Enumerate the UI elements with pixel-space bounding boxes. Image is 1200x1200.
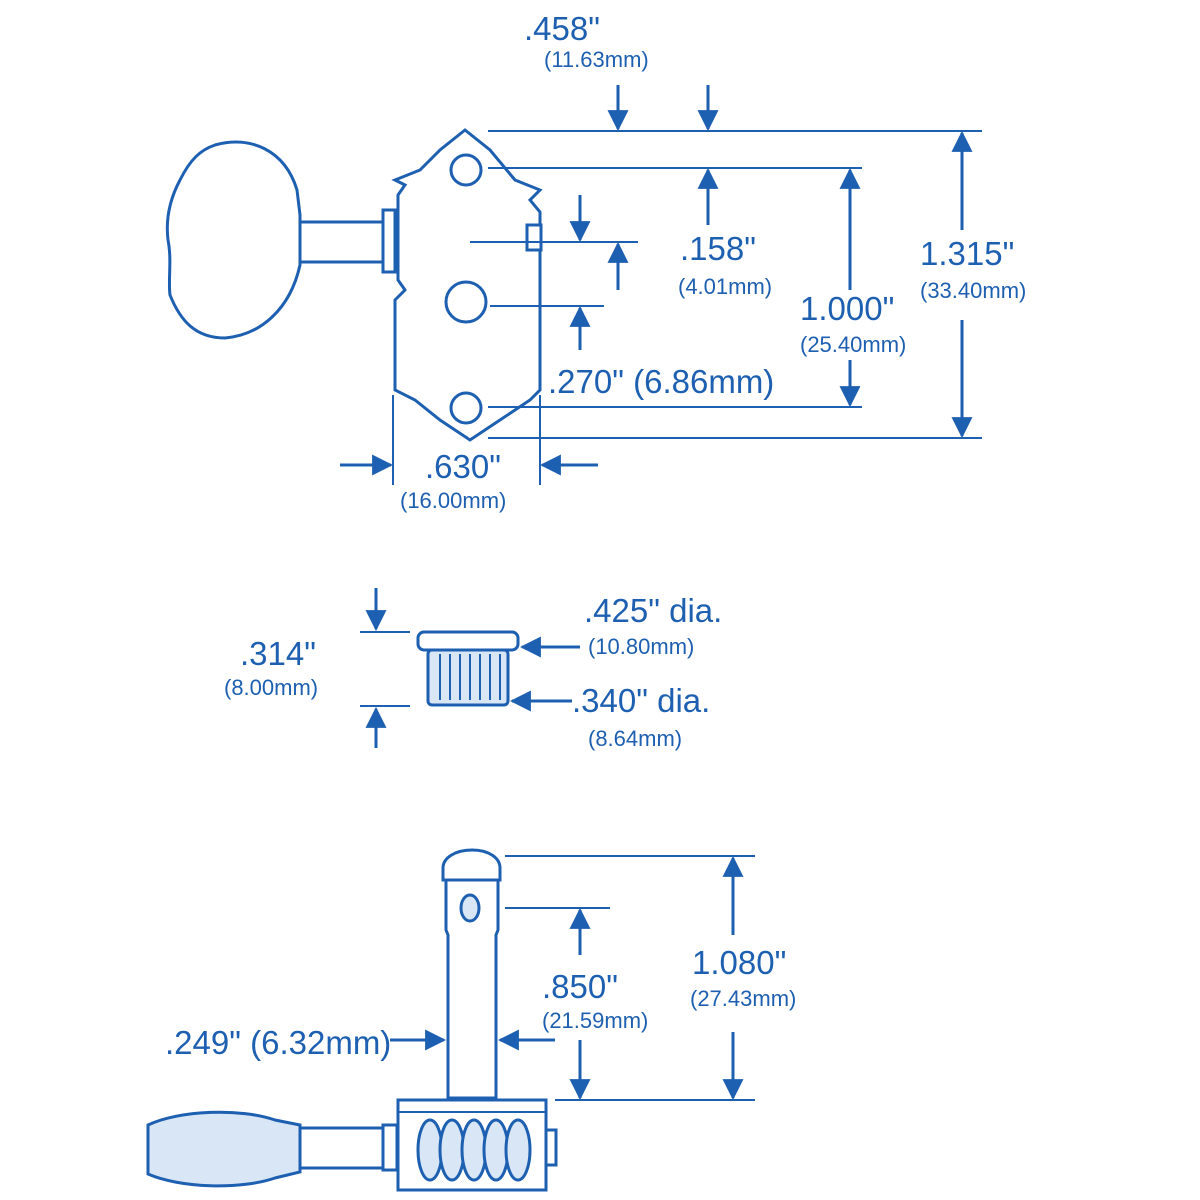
post-dia-label: .249" (6.32mm) <box>165 1024 391 1061</box>
hole-span-inch: 1.000" <box>800 290 894 327</box>
width-top-mm: (11.63mm) <box>544 47 649 72</box>
string-post <box>444 280 488 324</box>
side-button <box>146 1110 302 1188</box>
hole-height-mm: (21.59mm) <box>542 1008 648 1033</box>
bushing-height-mm: (8.00mm) <box>224 675 318 700</box>
gear-tab <box>525 223 543 252</box>
bushing-body <box>426 648 510 707</box>
worm-gear <box>416 1118 532 1182</box>
string-post-cap <box>441 848 502 882</box>
string-post-shaft <box>444 878 500 1100</box>
side-shaft <box>298 1126 385 1170</box>
post-offset-label: .270" (6.86mm) <box>548 363 774 400</box>
tuner-shaft <box>298 220 387 264</box>
bushing-view: .314" (8.00mm) .425" dia. (10.80mm) .340… <box>224 588 722 751</box>
width-top-inch: .458" <box>524 10 600 47</box>
bushing-top-dia-inch: .425" dia. <box>584 592 722 629</box>
tuner-button-shape <box>165 140 302 340</box>
shaft-collar <box>381 208 397 274</box>
bushing-bottom-dia-mm: (8.64mm) <box>588 726 682 751</box>
screw-hole-top <box>449 153 483 187</box>
total-height-mm: (33.40mm) <box>920 278 1026 303</box>
side-view: 1.080" (27.43mm) .850" (21.59mm) .249" (… <box>146 848 796 1192</box>
hole-offset-inch: .158" <box>680 230 756 267</box>
bushing-height-inch: .314" <box>240 635 316 672</box>
screw-hole-bottom <box>449 391 483 425</box>
hole-offset-mm: (4.01mm) <box>678 274 772 299</box>
bushing-bottom-dia-inch: .340" dia. <box>572 682 710 719</box>
hole-span-mm: (25.40mm) <box>800 332 906 357</box>
hole-height-inch: .850" <box>542 968 618 1005</box>
plate-width-inch: .630" <box>425 448 501 485</box>
post-height-inch: 1.080" <box>692 944 786 981</box>
total-height-inch: 1.315" <box>920 235 1014 272</box>
post-height-mm: (27.43mm) <box>690 986 796 1011</box>
top-view: .458" (11.63mm) .158" (4.01mm) .270" (6.… <box>165 10 1026 513</box>
string-post-hole <box>459 893 481 923</box>
plate-width-mm: (16.00mm) <box>400 488 506 513</box>
bushing-top-dia-mm: (10.80mm) <box>588 634 694 659</box>
bushing-flange <box>416 630 520 652</box>
